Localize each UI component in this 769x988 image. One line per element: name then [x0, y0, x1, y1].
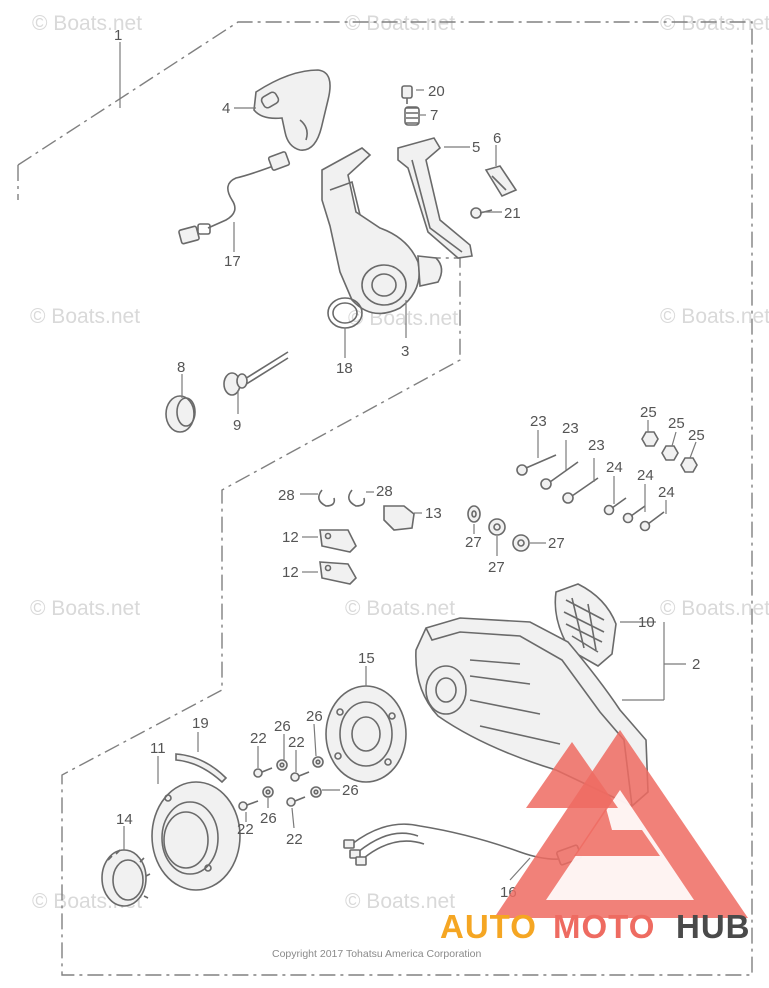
plates-12 — [319, 529, 357, 585]
callout-19: 19 — [192, 715, 209, 732]
callout-22: 22 — [237, 821, 254, 838]
callout-27: 27 — [548, 535, 565, 552]
callout-25: 25 — [640, 404, 657, 421]
callout-4: 4 — [222, 100, 230, 117]
callout-22: 22 — [288, 734, 305, 751]
watermark: © Boats.net — [345, 597, 455, 620]
drum-15 — [325, 685, 407, 783]
watermark: © Boats.net — [660, 12, 769, 35]
callout-22: 22 — [250, 730, 267, 747]
callout-18: 18 — [336, 360, 353, 377]
washers-26 — [262, 756, 324, 798]
callout-6: 6 — [493, 130, 501, 147]
watermark: © Boats.net — [32, 12, 142, 35]
logo-text-hub: HUB — [676, 908, 751, 945]
automotohub-logo: AUTO MOTO HUB — [440, 730, 751, 945]
washers-27 — [467, 505, 530, 552]
control-housing — [415, 617, 649, 807]
callout-12: 12 — [282, 564, 299, 581]
strip-19 — [175, 753, 228, 784]
o-ring-inner — [332, 302, 358, 324]
callout-7: 7 — [430, 107, 438, 124]
callout-26: 26 — [342, 782, 359, 799]
logo-text-moto: MOTO — [553, 908, 655, 945]
knob — [165, 395, 196, 433]
throttle-grip — [253, 69, 331, 151]
clip-13 — [383, 505, 415, 531]
screws-24 — [603, 497, 665, 532]
callout-24: 24 — [637, 467, 654, 484]
callout-27: 27 — [465, 534, 482, 551]
watermark: © Boats.net — [345, 890, 455, 913]
callout-14: 14 — [116, 811, 133, 828]
watermark: © Boats.net — [30, 597, 140, 620]
screws-22 — [238, 767, 310, 811]
callout-27: 27 — [488, 559, 505, 576]
watermark-layer: © Boats.net © Boats.net © Boats.net © Bo… — [30, 12, 769, 913]
callout-24: 24 — [606, 459, 623, 476]
callout-25: 25 — [668, 415, 685, 432]
copyright-text: Copyright 2017 Tohatsu America Corporati… — [272, 948, 482, 960]
callout-3: 3 — [401, 343, 409, 360]
watermark: © Boats.net — [345, 12, 455, 35]
callout-10: 10 — [638, 614, 655, 631]
callout-2: 2 — [692, 656, 700, 673]
callout-26: 26 — [274, 718, 291, 735]
callout-24: 24 — [658, 484, 675, 501]
callout-26: 26 — [306, 708, 323, 725]
callout-23: 23 — [530, 413, 547, 430]
callout-13: 13 — [425, 505, 442, 522]
callout-23: 23 — [588, 437, 605, 454]
callout-8: 8 — [177, 359, 185, 376]
watermark: © Boats.net — [660, 305, 769, 328]
callout-23: 23 — [562, 420, 579, 437]
watermark: © Boats.net — [660, 597, 769, 620]
callout-5: 5 — [472, 139, 480, 156]
callout-22: 22 — [286, 831, 303, 848]
watermark: © Boats.net — [30, 305, 140, 328]
callout-26: 26 — [260, 810, 277, 827]
leader-lines — [119, 42, 697, 881]
callout-12: 12 — [282, 529, 299, 546]
clips-28 — [318, 489, 366, 507]
callout-25: 25 — [688, 427, 705, 444]
plate-6 — [484, 165, 518, 198]
callout-11: 11 — [150, 740, 166, 757]
ring-housing-11 — [151, 781, 241, 891]
callout-1: 1 — [114, 27, 122, 44]
callout-28: 28 — [376, 483, 393, 500]
callout-21: 21 — [504, 205, 521, 222]
screw-spring — [401, 85, 420, 126]
callout-15: 15 — [358, 650, 375, 667]
callout-9: 9 — [233, 417, 241, 434]
callout-20: 20 — [428, 83, 445, 100]
cover-14 — [101, 849, 151, 907]
nuts-25 — [641, 431, 698, 473]
shift-lever — [397, 137, 473, 259]
bolts-23 — [516, 454, 599, 504]
control-bracket — [321, 147, 443, 315]
callout-labels: 1 2 3 4 5 6 7 8 9 10 11 12 12 13 14 15 1… — [114, 27, 705, 901]
callout-28: 28 — [278, 487, 295, 504]
shaft — [223, 351, 289, 396]
assembly-boundary — [17, 21, 753, 976]
callout-17: 17 — [224, 253, 241, 270]
logo-text-auto: AUTO — [440, 908, 537, 945]
screw-21 — [470, 207, 493, 219]
switch-harness — [178, 151, 291, 245]
